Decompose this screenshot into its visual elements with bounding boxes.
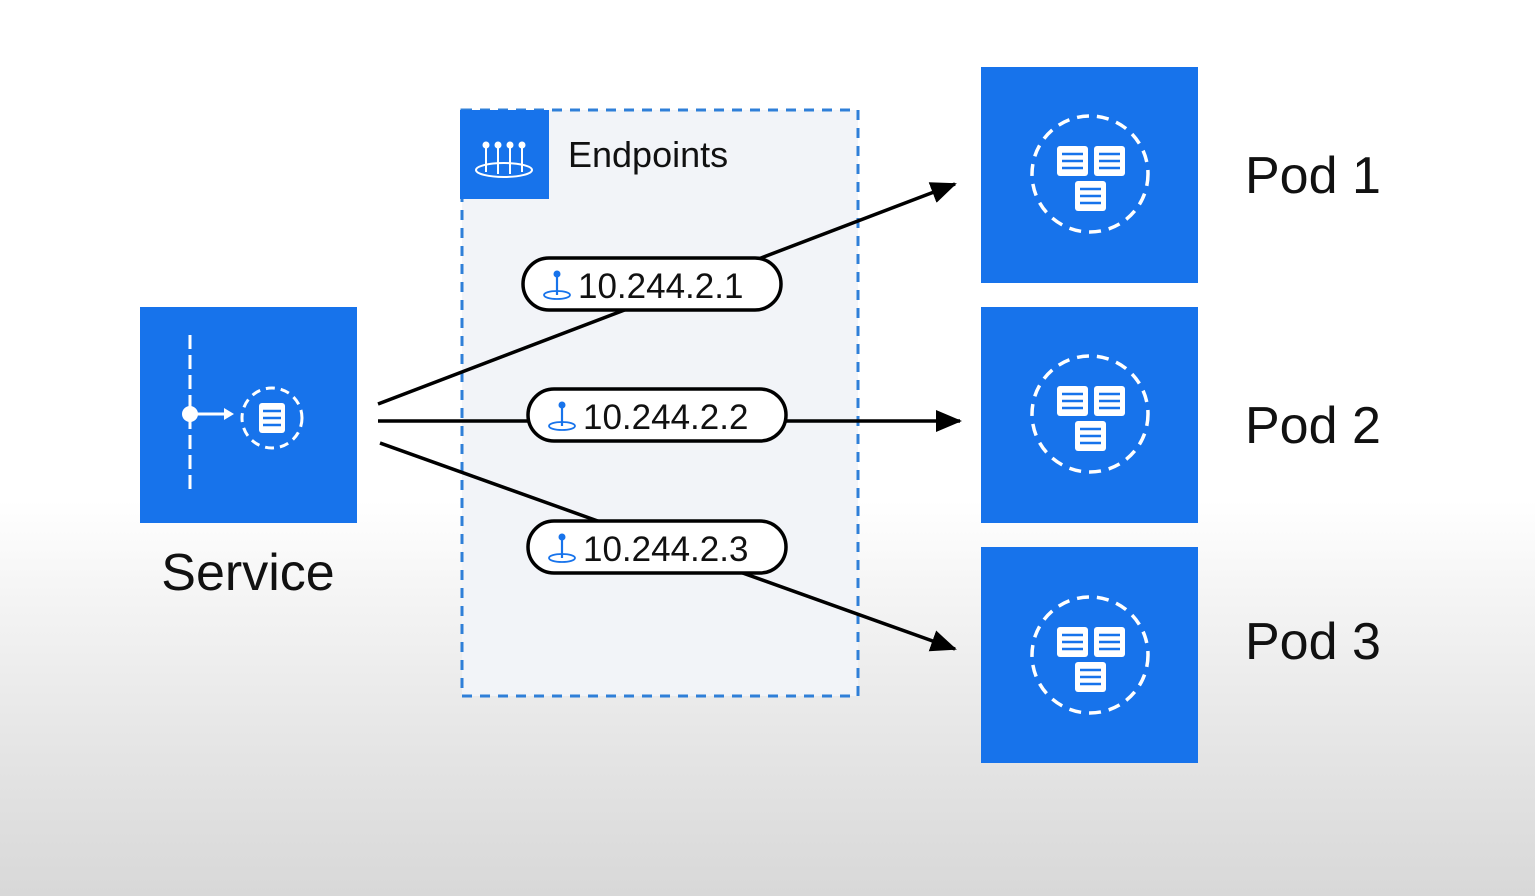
endpoint-address-text: 10.244.2.2 xyxy=(583,398,748,437)
endpoint-address-3: 10.244.2.3 xyxy=(526,519,788,575)
pod-node-1 xyxy=(981,67,1198,283)
service-icon xyxy=(182,335,304,492)
endpoint-pin-icon xyxy=(543,270,571,300)
endpoints-icon xyxy=(460,110,549,199)
pod-label-1: Pod 1 xyxy=(1245,147,1381,205)
endpoint-address-1: 10.244.2.1 xyxy=(521,256,783,312)
pod-label-3: Pod 3 xyxy=(1245,613,1381,671)
endpoint-pin-icon xyxy=(548,533,576,563)
service-node xyxy=(140,307,357,523)
pod-node-3 xyxy=(981,547,1198,763)
service-label: Service xyxy=(161,544,334,602)
pod-node-2 xyxy=(981,307,1198,523)
endpoint-pin-icon xyxy=(548,401,576,431)
endpoints-container: Endpoints xyxy=(460,108,860,698)
pod-icon xyxy=(1030,114,1150,234)
endpoint-address-2: 10.244.2.2 xyxy=(526,387,788,443)
endpoint-address-text: 10.244.2.3 xyxy=(583,530,748,569)
pod-icon xyxy=(1030,354,1150,474)
endpoint-address-text: 10.244.2.1 xyxy=(578,267,743,306)
endpoints-title: Endpoints xyxy=(568,134,728,175)
pod-icon xyxy=(1030,595,1150,715)
pod-label-2: Pod 2 xyxy=(1245,397,1381,455)
